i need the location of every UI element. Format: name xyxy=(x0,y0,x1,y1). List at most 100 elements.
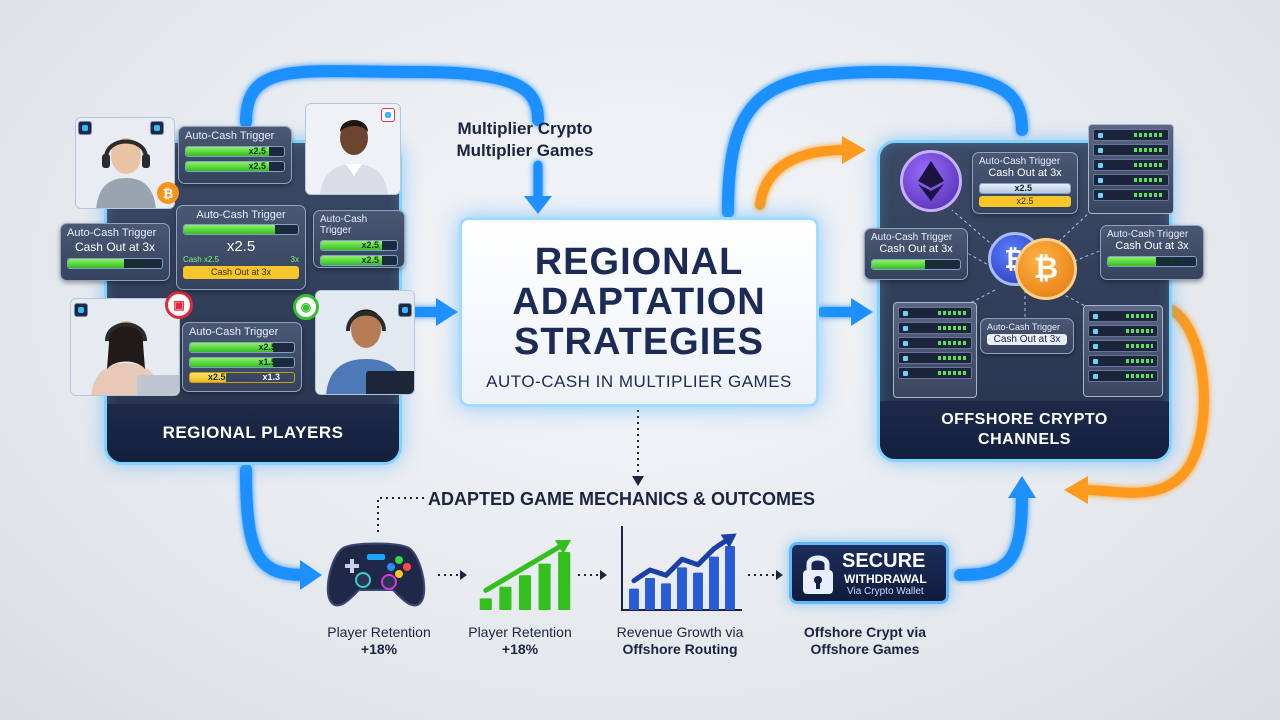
wallet-subtitle: Via Crypto Wallet xyxy=(847,586,924,597)
small-left-label: x2.5 xyxy=(208,372,226,382)
card-title: Auto-Cash Trigger xyxy=(185,130,275,142)
window-icon xyxy=(398,303,412,317)
server-rack-bottom-right xyxy=(1083,305,1163,397)
server-rack-bottom-left xyxy=(893,302,977,398)
card-title: Auto-Cash Trigger xyxy=(1107,229,1189,240)
dotted-heading-left xyxy=(377,497,426,532)
chart-bar xyxy=(558,552,571,610)
bar-label: x2.5 xyxy=(361,255,379,265)
server-rack-top-right xyxy=(1088,124,1174,214)
outcome-label-3-line-1: Revenue Growth via xyxy=(616,624,744,640)
cash-out-label: Cash Out at 3x xyxy=(1115,240,1189,252)
chart-bar xyxy=(645,578,655,610)
cash-out-label: Cash Out at 3x xyxy=(988,167,1062,179)
center-title-line-1: REGIONAL xyxy=(534,241,744,283)
app-icon xyxy=(78,121,92,135)
cash-out-yellow-pill: Cash Out at 3x xyxy=(183,266,299,279)
auto-cash-card-top: Auto-Cash Trigger x2.5 x2.5 xyxy=(178,126,292,184)
trend-arrowhead xyxy=(554,539,572,554)
retention-bar-chart xyxy=(479,539,572,610)
chart-bar xyxy=(677,567,687,610)
chart-bar xyxy=(538,563,551,610)
chart-bar xyxy=(479,598,492,610)
bar-label: x2.5 xyxy=(248,146,266,156)
arrowhead-controller xyxy=(300,560,322,590)
offshore-card-right: Auto-Cash Trigger Cash Out at 3x x2.5 xyxy=(1100,225,1204,280)
center-title-line-2: ADAPTATION xyxy=(512,281,766,323)
cash-out-label: Cash Out at 3x xyxy=(74,240,156,254)
padlock-icon xyxy=(803,555,833,594)
outcome-label-4: Offshore Crypt via Offshore Games xyxy=(780,624,950,658)
cash-out-label: Cash Out at 3x xyxy=(879,243,953,255)
arrowhead-left-center xyxy=(436,298,458,326)
outcome-label-2: Player Retention +18% xyxy=(448,624,592,658)
ethereum-coin-icon xyxy=(900,150,962,212)
center-title-line-3: STRATEGIES xyxy=(514,321,764,363)
arrowhead-header xyxy=(524,196,552,214)
outcomes-heading: ADAPTED GAME MECHANICS & OUTCOMES xyxy=(428,489,816,509)
chart-bar xyxy=(518,575,532,610)
chart-bar xyxy=(661,583,671,610)
outcome-label-3: Revenue Growth via Offshore Routing xyxy=(595,624,765,658)
card-title: Auto-Cash Trigger xyxy=(189,326,279,338)
header-line-1: Multiplier Crypto xyxy=(457,119,593,138)
chart-bar xyxy=(725,546,735,610)
chart-axes xyxy=(621,526,742,611)
footer-line-1: OFFSHORE CRYPTO xyxy=(941,411,1108,428)
center-title: REGIONAL ADAPTATION STRATEGIES xyxy=(462,242,816,362)
trend-line xyxy=(483,541,567,593)
auto-cash-card-mid-left: Auto-Cash Trigger Cash Out at 3x x2.5 xyxy=(60,223,170,281)
player-photo-bottom-right xyxy=(315,290,415,395)
auto-cash-card-mid-center: Auto-Cash Trigger x2.5 Cash x2.5 3x Cash… xyxy=(176,205,306,290)
card-title: Auto-Cash Trigger xyxy=(320,214,368,236)
flow-arrow-orange-top xyxy=(755,145,850,210)
green-token-icon: ◉ xyxy=(293,294,319,320)
footer-line-2: CHANNELS xyxy=(978,431,1071,448)
player-photo-bottom-left xyxy=(70,298,180,396)
bar-label: x2.5 xyxy=(248,161,266,171)
chart-bar xyxy=(709,556,719,610)
small-left-label: Cash x2.5 xyxy=(183,255,220,264)
chart-bar xyxy=(693,572,703,610)
withdrawal-title: WITHDRAWAL xyxy=(844,572,927,586)
cash-out-label: Cash Out at 3x xyxy=(987,334,1067,345)
offshore-card-left: Auto-Cash Trigger Cash Out at 3x x2.5 xyxy=(864,228,968,280)
chart-bar xyxy=(499,586,512,610)
yellow-pill: x2.5 xyxy=(979,196,1071,207)
center-title-box: REGIONAL ADAPTATION STRATEGIES AUTO-CASH… xyxy=(459,217,819,407)
offshore-card-top: Auto-Cash Trigger Cash Out at 3x x2.5 x2… xyxy=(972,152,1078,214)
secure-withdrawal-badge: SECURE WITHDRAWAL Via Crypto Wallet xyxy=(789,542,949,604)
outcome-label-3-line-2: Offshore Routing xyxy=(622,641,738,657)
card-title: Auto-Cash Trigger xyxy=(987,322,1061,332)
bitcoin-coin-large-icon: ₿ xyxy=(1015,238,1077,300)
revenue-growth-chart xyxy=(621,526,742,611)
card-title: Auto-Cash Trigger xyxy=(979,156,1061,167)
flow-arrow-top-right xyxy=(722,65,1028,218)
outcome-label-2-line-1: Player Retention xyxy=(468,624,572,640)
outcome-label-2-line-2: +18% xyxy=(501,641,539,657)
bar-label: x2.5 xyxy=(258,342,276,352)
bar-label: x2.5 xyxy=(1014,183,1032,193)
chat-icon xyxy=(150,121,164,135)
bitcoin-coin-icon: ₿ xyxy=(157,182,179,204)
regional-players-footer: REGIONAL PLAYERS xyxy=(107,404,399,462)
offshore-channels-footer: OFFSHORE CRYPTO CHANNELS xyxy=(880,401,1169,459)
flow-arrow-orange-right xyxy=(1080,305,1209,498)
arrowhead-secure-up xyxy=(1008,476,1036,498)
small-right-label: 3x xyxy=(290,255,299,264)
center-subtitle: AUTO-CASH IN MULTIPLIER GAMES xyxy=(486,372,792,391)
small-right-label: x1.3 xyxy=(262,372,280,382)
flow-arrow-left-down xyxy=(240,464,311,581)
dotted-arrowhead xyxy=(632,476,644,486)
card-title: Auto-Cash Trigger xyxy=(871,232,953,243)
header-text: Multiplier Crypto Multiplier Games xyxy=(430,118,620,162)
arrowhead-orange-top xyxy=(842,136,866,164)
arrowhead-center-right xyxy=(851,298,873,326)
offshore-card-bottom: Auto-Cash Trigger Cash Out at 3x xyxy=(980,318,1074,354)
trend-line xyxy=(631,535,733,584)
auto-cash-card-bottom: Auto-Cash Trigger x2.5 x1.5 x2.5 x1.3 xyxy=(182,322,302,392)
trend-arrowhead xyxy=(720,533,737,548)
flow-arrow-secure-up xyxy=(954,489,1028,581)
outcome-label-1: Player Retention +18% xyxy=(307,624,451,658)
